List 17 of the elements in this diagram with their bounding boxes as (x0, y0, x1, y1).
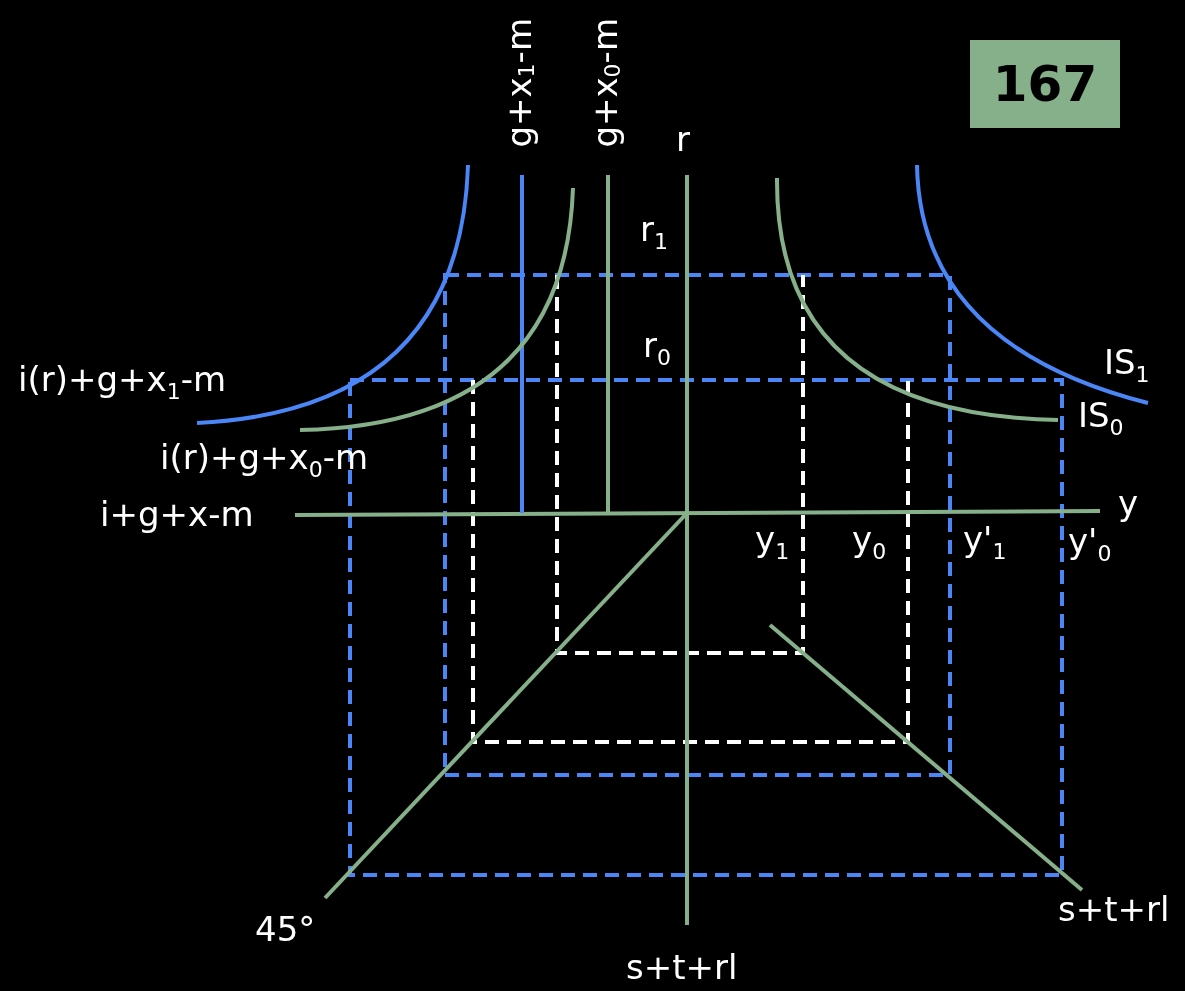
curve-label: i(r)+g+x$_{1}$-m (18, 362, 227, 403)
axis-label: y (1118, 486, 1139, 520)
axis-label: r (676, 122, 690, 156)
tick-label: r$_{1}$ (640, 212, 668, 253)
curve-label: i(r)+g+x$_{0}$-m (160, 440, 369, 481)
curve-label: IS$_{0}$ (1078, 398, 1124, 439)
angle-label: 45° (255, 912, 316, 946)
tick-label: y'$_{0}$ (1068, 524, 1112, 565)
tick-label: y'$_{1}$ (963, 522, 1007, 563)
tick-label: y$_{0}$ (852, 522, 887, 563)
tick-label: r$_{0}$ (643, 328, 671, 369)
tick-label: y$_{1}$ (755, 522, 790, 563)
axis-label: s+t+rl (626, 950, 738, 984)
line-label: s+t+rl (1058, 892, 1170, 926)
curve-label: IS$_{1}$ (1104, 345, 1150, 386)
line-label: i+g+x-m (100, 497, 254, 531)
page-number-box: 167 (970, 40, 1120, 128)
